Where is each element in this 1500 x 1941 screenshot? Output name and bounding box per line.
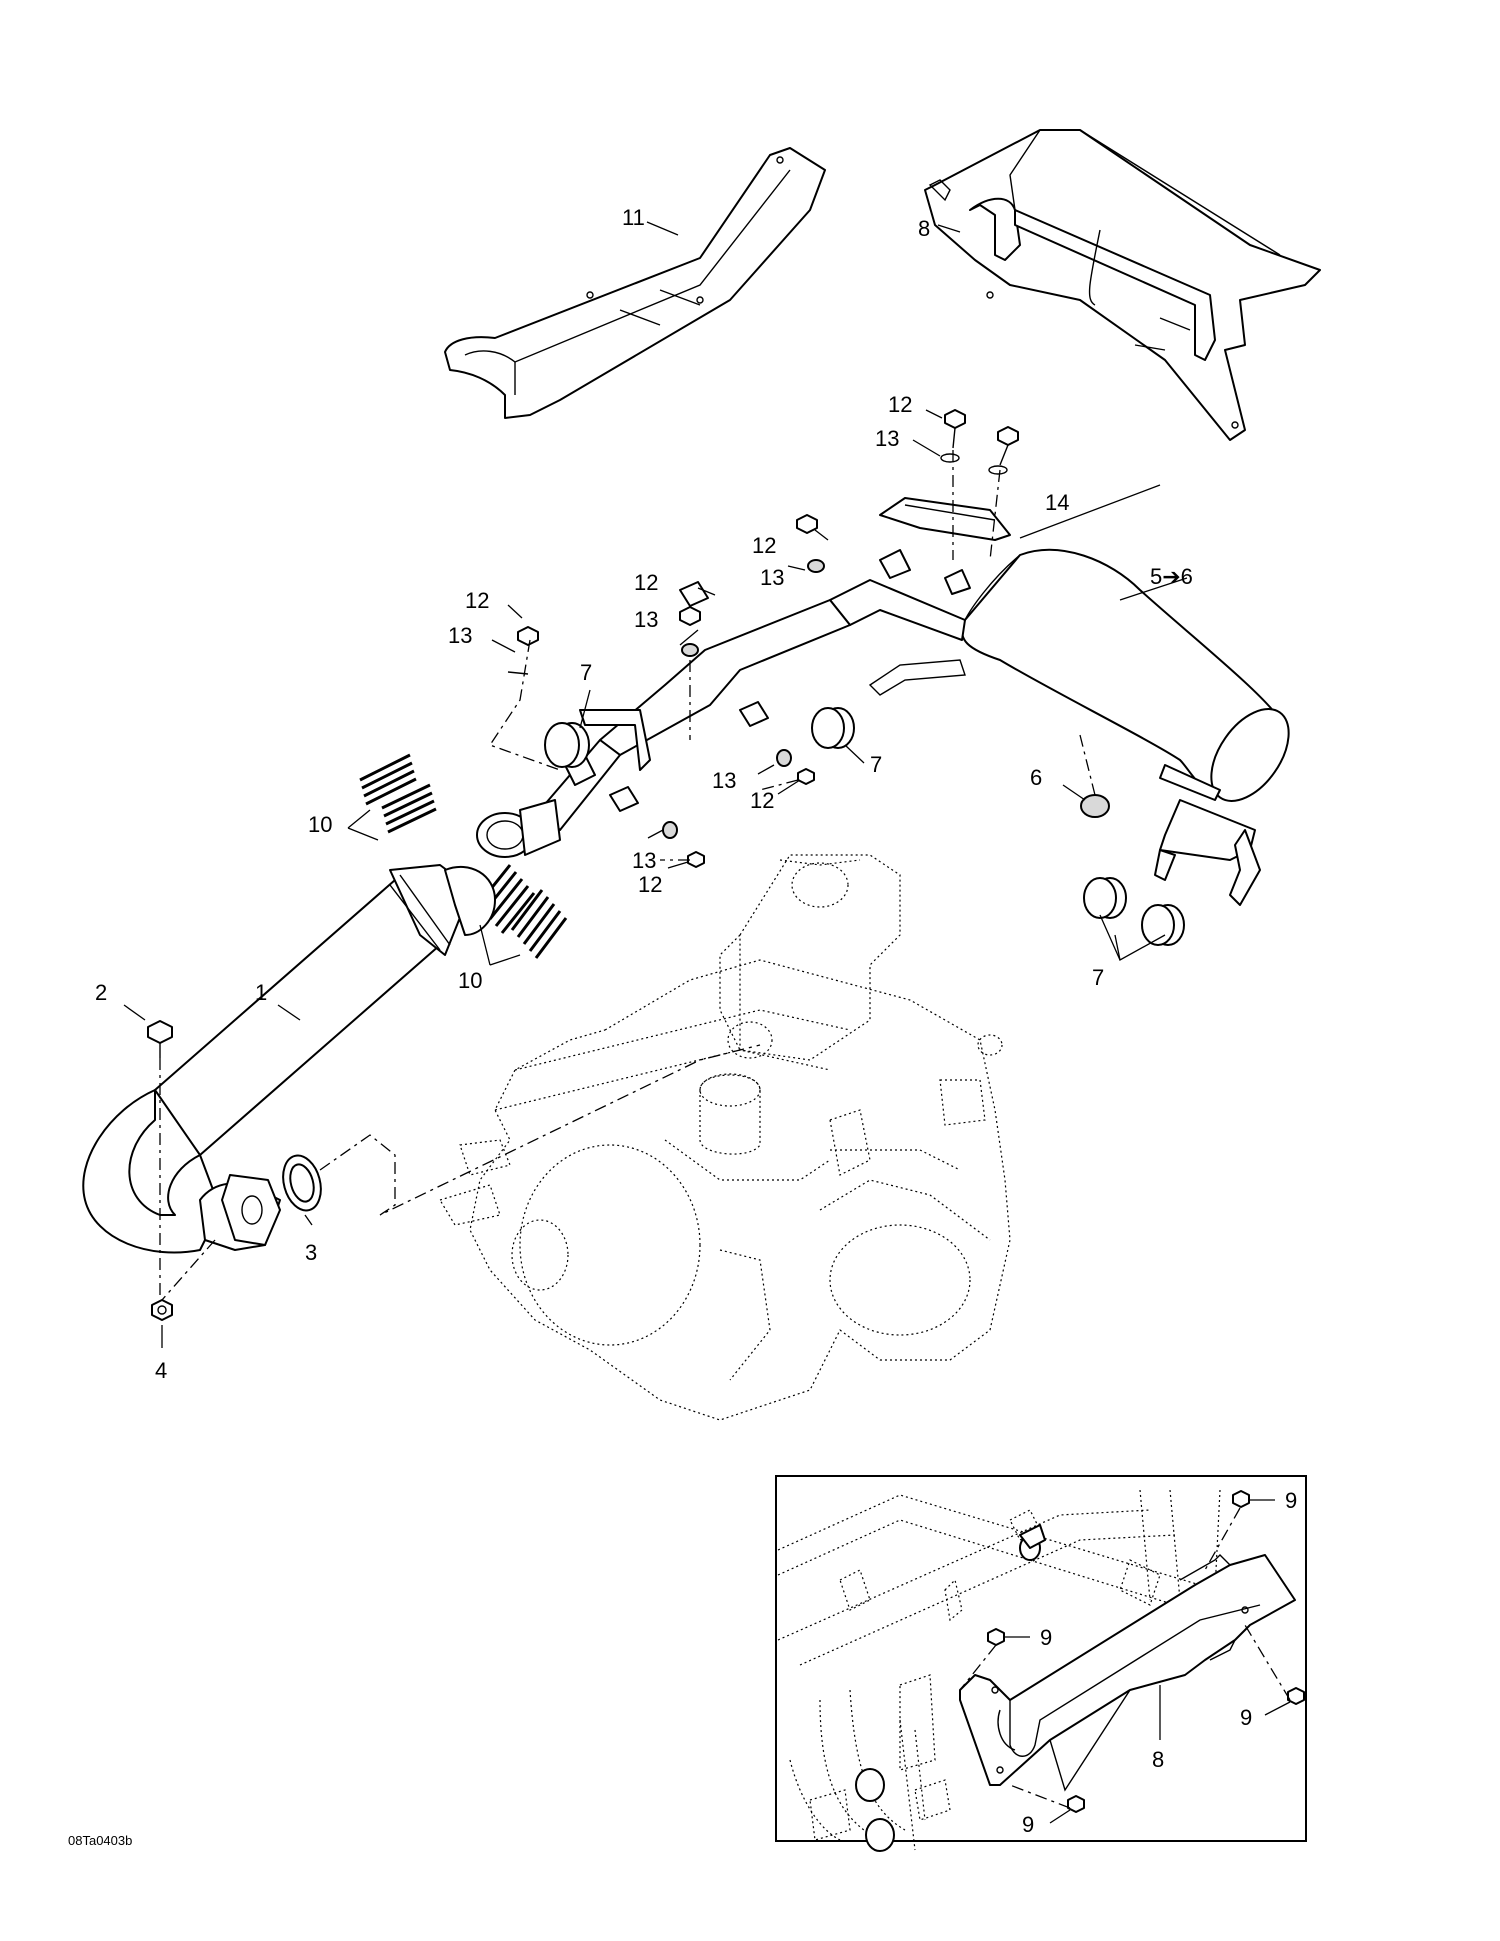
callout-13c: 13 bbox=[634, 607, 658, 632]
callout-13b: 13 bbox=[760, 565, 784, 590]
callout-12e: 12 bbox=[750, 788, 774, 813]
callout-10a: 10 bbox=[308, 812, 332, 837]
gasket-3 bbox=[282, 1154, 322, 1212]
callout-5: 5➔6 bbox=[1150, 564, 1193, 589]
callout-12c: 12 bbox=[634, 570, 658, 595]
callout-8: 8 bbox=[918, 216, 930, 241]
callout-12f: 12 bbox=[638, 872, 662, 897]
reference-code: 08Ta0403b bbox=[68, 1833, 132, 1848]
callout-3: 3 bbox=[305, 1240, 317, 1265]
callout-4: 4 bbox=[155, 1358, 167, 1383]
grommet-7b bbox=[811, 707, 855, 749]
inset-callout-9d: 9 bbox=[1022, 1812, 1034, 1837]
callout-1: 1 bbox=[255, 980, 267, 1005]
callout-12d: 12 bbox=[465, 588, 489, 613]
springs-10 bbox=[359, 753, 568, 959]
callout-7a: 7 bbox=[580, 660, 592, 685]
inset-callout-9b: 9 bbox=[1040, 1625, 1052, 1650]
leader-lines bbox=[123, 221, 1191, 1348]
alignment-lines bbox=[159, 450, 1096, 1301]
grommet-7a bbox=[544, 722, 590, 768]
callout-7b: 7 bbox=[870, 752, 882, 777]
nut-4 bbox=[151, 1299, 173, 1321]
callout-13d: 13 bbox=[448, 623, 472, 648]
grommet-7d bbox=[1141, 904, 1185, 946]
inset-drawing bbox=[777, 1489, 1305, 1852]
muffler-5 bbox=[476, 548, 1290, 906]
callout-13e: 13 bbox=[712, 768, 736, 793]
inset-callout-9c: 9 bbox=[1240, 1705, 1252, 1730]
washers-13 bbox=[507, 453, 1008, 839]
callout-14: 14 bbox=[1045, 490, 1069, 515]
inset-callout-9a: 9 bbox=[1285, 1488, 1297, 1513]
heat-shield-11 bbox=[444, 147, 826, 419]
callout-10b: 10 bbox=[458, 968, 482, 993]
callout-11: 11 bbox=[622, 205, 645, 230]
callout-12a: 12 bbox=[888, 392, 912, 417]
bolts-12 bbox=[517, 409, 1019, 868]
bolt-2 bbox=[147, 1020, 173, 1058]
bracket-14 bbox=[879, 497, 1011, 541]
head-pipe-1 bbox=[82, 864, 496, 1254]
plug-6 bbox=[1080, 794, 1110, 818]
callout-6: 6 bbox=[1030, 765, 1042, 790]
heat-shield-8 bbox=[924, 129, 1321, 441]
engine-reference bbox=[439, 854, 1011, 1421]
grommet-7c bbox=[1083, 877, 1127, 919]
callout-2: 2 bbox=[95, 980, 107, 1005]
callout-12b: 12 bbox=[752, 533, 776, 558]
inset-callouts: 9 9 9 8 9 bbox=[1022, 1488, 1297, 1837]
inset-callout-8: 8 bbox=[1152, 1747, 1164, 1772]
callout-13f: 13 bbox=[632, 848, 656, 873]
callouts: 11 8 12 13 14 12 13 5➔6 12 13 12 13 7 7 … bbox=[95, 205, 1193, 1383]
callout-7c: 7 bbox=[1092, 965, 1104, 990]
callout-13a: 13 bbox=[875, 426, 899, 451]
